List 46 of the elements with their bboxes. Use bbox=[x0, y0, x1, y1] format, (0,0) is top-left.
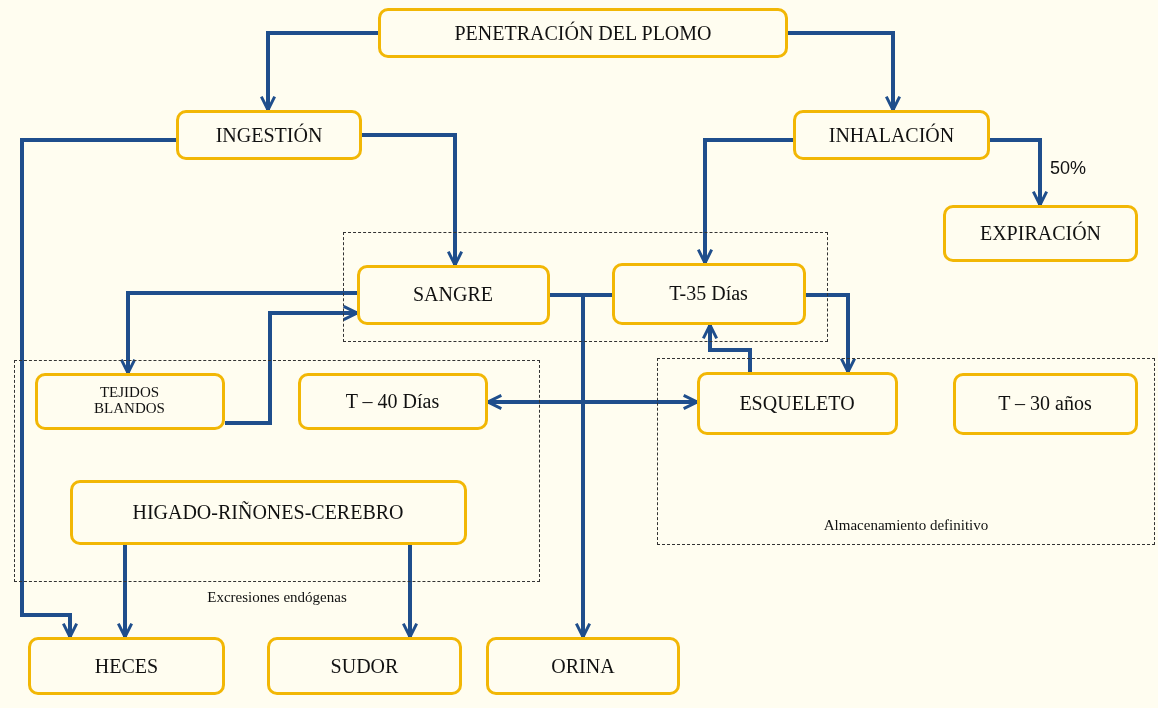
node-label: SUDOR bbox=[329, 655, 400, 677]
process-box bbox=[378, 8, 788, 58]
arrow bbox=[806, 293, 857, 374]
process-box bbox=[297, 372, 488, 430]
arrow bbox=[259, 31, 378, 112]
arrow bbox=[701, 323, 752, 372]
process-box bbox=[356, 264, 550, 325]
node-label: EXPIRACIÓN bbox=[978, 223, 1103, 244]
arrow bbox=[696, 138, 793, 265]
process-box bbox=[267, 637, 462, 695]
dashed-group-frame bbox=[343, 232, 828, 342]
arrow bbox=[362, 133, 464, 267]
node-label: SANGRE bbox=[412, 284, 494, 305]
node-label: T – 30 años bbox=[997, 393, 1093, 414]
arrow bbox=[550, 293, 592, 639]
node-label: INHALACIÓN bbox=[827, 124, 956, 146]
node-label: INGESTIÓN bbox=[214, 124, 324, 146]
group-caption: Almacenamiento definitivo bbox=[822, 517, 990, 534]
process-box bbox=[486, 637, 680, 695]
node-label: HECES bbox=[93, 655, 160, 677]
arrow bbox=[788, 31, 902, 112]
arrow bbox=[20, 138, 176, 639]
process-box bbox=[69, 479, 467, 545]
process-box bbox=[943, 205, 1138, 262]
process-box bbox=[611, 262, 806, 325]
process-box bbox=[28, 637, 225, 695]
node-label: T-35 Días bbox=[668, 283, 749, 304]
arrow bbox=[225, 304, 359, 425]
process-box bbox=[176, 110, 362, 160]
node-label: ESQUELETO bbox=[738, 392, 856, 414]
process-box bbox=[793, 110, 990, 160]
arrow bbox=[119, 291, 357, 375]
process-box bbox=[34, 372, 225, 430]
process-box bbox=[952, 372, 1138, 435]
arrow bbox=[401, 545, 419, 639]
group-caption: Excresiones endógenas bbox=[206, 589, 348, 606]
node-label: ORINA bbox=[550, 655, 616, 677]
dashed-group-frame bbox=[657, 358, 1155, 545]
node-label: TEJIDOS BLANDOS bbox=[93, 385, 166, 417]
arrow bbox=[116, 545, 134, 639]
arrow bbox=[990, 138, 1049, 207]
arrow bbox=[486, 393, 699, 411]
node-label: HIGADO-RIÑONES-CEREBRO bbox=[131, 501, 405, 523]
node-label: T – 40 Días bbox=[344, 390, 441, 412]
process-box bbox=[696, 371, 898, 435]
node-label: PENETRACIÓN DEL PLOMO bbox=[453, 22, 713, 44]
